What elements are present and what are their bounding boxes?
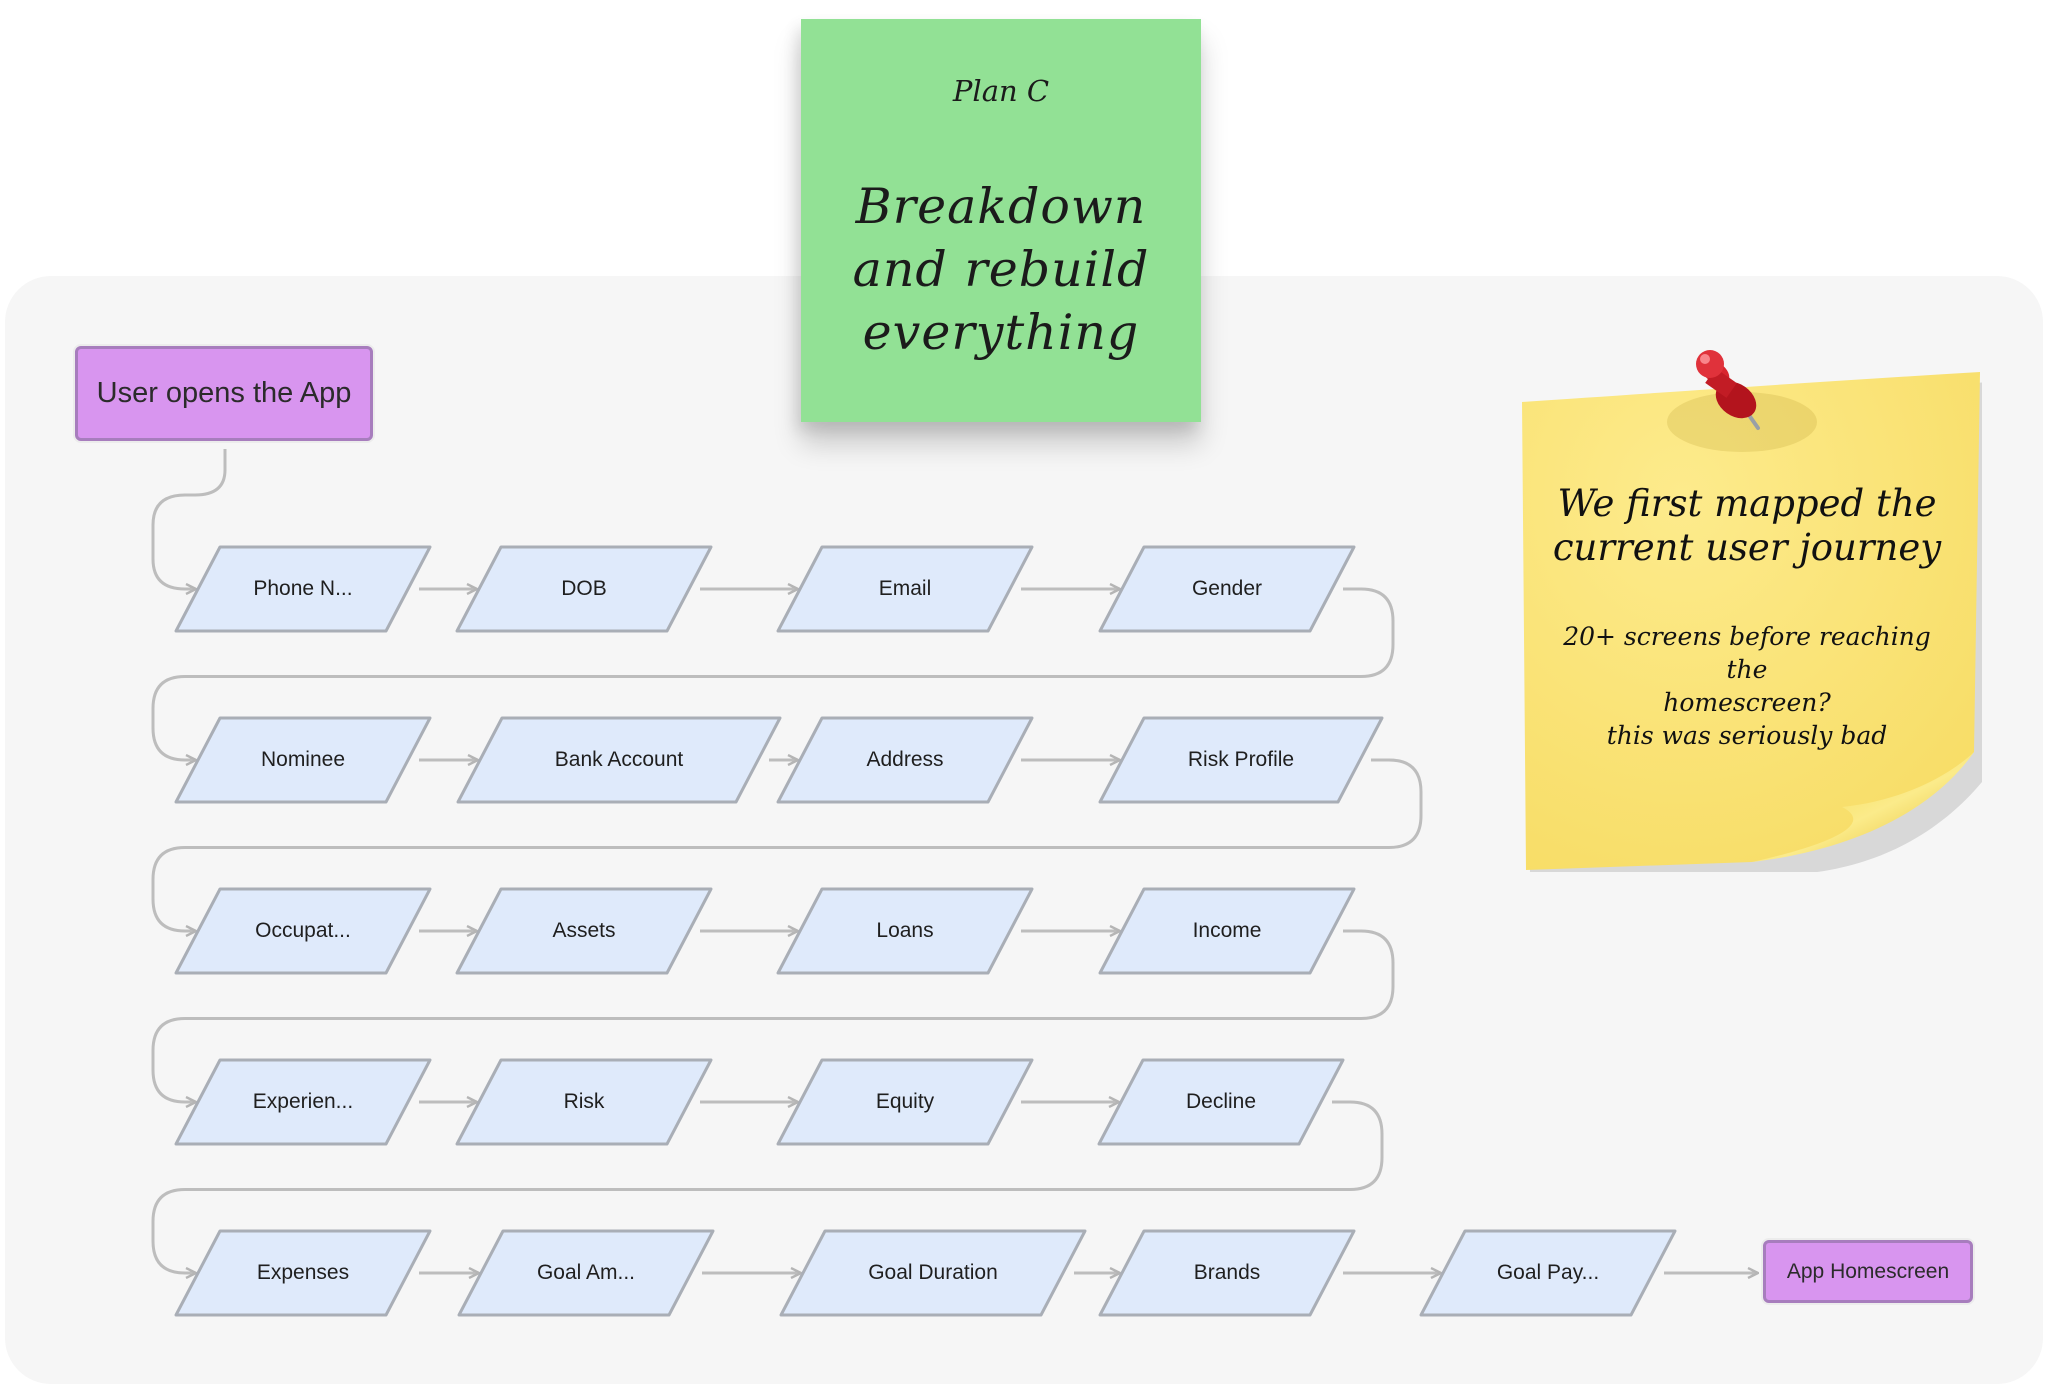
process-node-label: Equity (875, 1090, 935, 1113)
yellow-note-paper (1522, 372, 1982, 872)
process-node-label: Phone N... (253, 577, 353, 600)
end-node[interactable]: App Homescreen (1763, 1240, 1973, 1303)
process-node[interactable] (1098, 1229, 1356, 1317)
process-node-label: Goal Am... (536, 1261, 636, 1284)
process-node[interactable] (174, 716, 432, 804)
process-node-label: Experien... (252, 1090, 354, 1113)
green-sticky-note[interactable]: Plan C Breakdown and rebuild everything (801, 19, 1201, 422)
process-node-label: Income (1192, 919, 1262, 942)
process-node[interactable] (776, 545, 1034, 633)
process-node-label: Risk Profile (1187, 748, 1295, 771)
process-node-label: Loans (876, 919, 934, 942)
yellow-note-body: 20+ screens before reaching the homescre… (1542, 620, 1952, 752)
process-node[interactable] (776, 887, 1034, 975)
process-node[interactable] (776, 1058, 1034, 1146)
process-node-label: Brands (1193, 1261, 1261, 1284)
process-node[interactable] (174, 887, 432, 975)
process-node[interactable] (174, 1229, 432, 1317)
yellow-note-heading-line: current user journey (1552, 526, 1942, 569)
process-node-label: Email (878, 577, 932, 600)
process-node-label: Risk (563, 1090, 605, 1113)
connector-arrow (151, 1100, 1384, 1273)
green-note-heading-line: and rebuild (852, 241, 1150, 298)
process-node[interactable] (174, 545, 432, 633)
process-node[interactable] (457, 1229, 715, 1317)
process-node[interactable] (455, 1058, 713, 1146)
process-node-label: Bank Account (554, 748, 684, 771)
process-node-label: Decline (1185, 1090, 1257, 1113)
process-node[interactable] (1098, 545, 1356, 633)
process-node[interactable] (776, 716, 1034, 804)
process-node[interactable] (1098, 887, 1356, 975)
start-connector-arrow (151, 449, 227, 589)
yellow-note-heading-line: We first mapped the (1557, 482, 1937, 525)
process-node-label: Address (866, 748, 944, 771)
process-node[interactable] (455, 887, 713, 975)
process-node-label: DOB (561, 577, 607, 600)
process-node-label: Nominee (260, 748, 346, 771)
start-node-label: User opens the App (96, 377, 352, 409)
green-note-heading-line: Breakdown (855, 178, 1147, 235)
process-node-label: Goal Duration (868, 1261, 998, 1284)
connector-arrow (151, 758, 1423, 931)
yellow-note-body-line: this was seriously bad (1606, 721, 1888, 750)
process-node-label: Goal Pay... (1496, 1261, 1600, 1284)
process-node[interactable] (455, 545, 713, 633)
process-node[interactable] (1097, 1058, 1345, 1146)
process-node-label: Gender (1191, 577, 1263, 600)
process-node-label: Assets (552, 919, 616, 942)
process-node[interactable] (1098, 716, 1384, 804)
process-node[interactable] (779, 1229, 1087, 1317)
start-node[interactable]: User opens the App (75, 346, 373, 441)
yellow-note-body-line: homescreen? (1663, 688, 1831, 717)
yellow-note-body-line: 20+ screens before reaching the (1563, 622, 1931, 684)
process-node[interactable] (174, 1058, 432, 1146)
yellow-note-heading: We first mapped the current user journey (1542, 482, 1952, 570)
connector-arrow (151, 929, 1395, 1102)
process-node-label: Occupat... (255, 919, 351, 942)
process-node-label: Expenses (256, 1261, 350, 1284)
process-node[interactable] (456, 716, 782, 804)
yellow-sticky-note[interactable]: We first mapped the current user journey… (1512, 352, 1982, 872)
end-node-label: App Homescreen (1786, 1259, 1950, 1283)
green-note-heading-line: everything (862, 304, 1140, 361)
connector-arrow (151, 587, 1395, 760)
green-note-title: Plan C (952, 74, 1050, 108)
process-node[interactable] (1419, 1229, 1677, 1317)
push-pin-icon (1696, 350, 1760, 430)
green-note-heading: Breakdown and rebuild everything (831, 175, 1171, 364)
